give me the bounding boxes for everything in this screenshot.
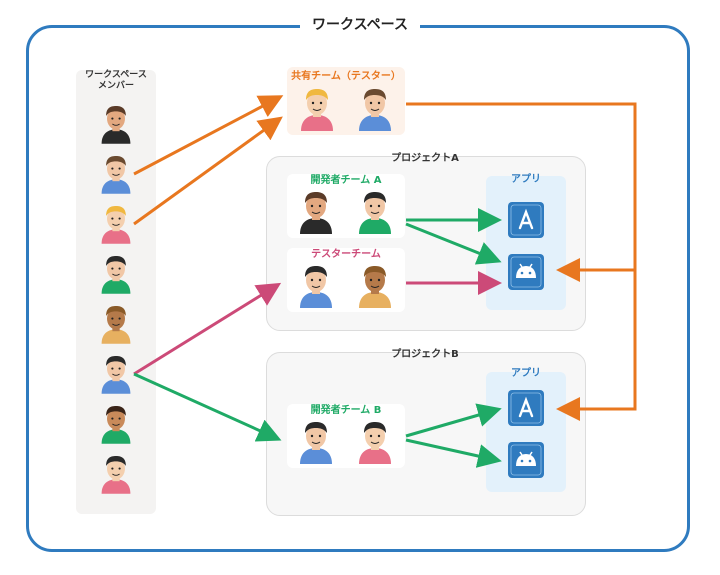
project-a-dev-team-title: 開発者チーム A [310, 175, 382, 186]
member-8-person-avatar-icon [101, 455, 131, 494]
project-b-app-store-icon [508, 390, 544, 426]
member-3-person-avatar-icon [101, 205, 131, 244]
arrow-shared-to-projectb-appstore [556, 270, 637, 421]
tester-member-1-person-avatar-icon [299, 265, 333, 309]
project-a-apps-title: アプリ [511, 174, 541, 185]
member-5-person-avatar-icon [101, 305, 131, 344]
member-7-person-avatar-icon [101, 405, 131, 444]
devb-member-2-person-avatar-icon [358, 421, 392, 465]
project-a-tester-team-title: テスターチーム [311, 249, 381, 260]
arrow-devb-to-appstore [405, 403, 502, 438]
devb-member-1-person-avatar-icon [299, 421, 333, 465]
arrow-shared-to-projecta-android [406, 102, 637, 282]
deva-member-1-person-avatar-icon [299, 191, 333, 235]
project-b-title: プロジェクトB [391, 349, 459, 360]
shared-member-1-person-avatar-icon [300, 88, 334, 132]
shared-team-title: 共有チーム（テスター） [291, 71, 401, 82]
member-1-person-avatar-icon [101, 105, 131, 144]
project-b-android-icon [508, 442, 544, 478]
member-6-person-avatar-icon [101, 355, 131, 394]
project-a-title: プロジェクトA [391, 153, 459, 164]
shared-member-2-person-avatar-icon [358, 88, 392, 132]
workspace-title: ワークスペース [300, 14, 420, 36]
members-title-line2: メンバー [97, 81, 134, 91]
arrow-member4-to-shared [133, 116, 283, 226]
deva-member-2-person-avatar-icon [358, 191, 392, 235]
members-title: ワークスペース メンバー [76, 70, 156, 92]
member-2-person-avatar-icon [101, 155, 131, 194]
members-title-line1: ワークスペース [85, 70, 147, 80]
arrow-devb-to-android [405, 438, 502, 468]
arrow-member6-to-testers [133, 282, 282, 376]
member-4-person-avatar-icon [101, 255, 131, 294]
project-b-apps-title: アプリ [511, 368, 541, 379]
project-a-app-store-icon [508, 202, 544, 238]
project-a-android-icon [508, 254, 544, 290]
arrow-deva-to-android [405, 222, 502, 265]
arrow-member6-to-devb [133, 372, 282, 442]
arrow-member3-to-shared [133, 95, 284, 176]
arrows [133, 95, 637, 468]
project-b-dev-team-title: 開発者チーム B [310, 405, 382, 416]
tester-member-2-person-avatar-icon [358, 265, 392, 309]
